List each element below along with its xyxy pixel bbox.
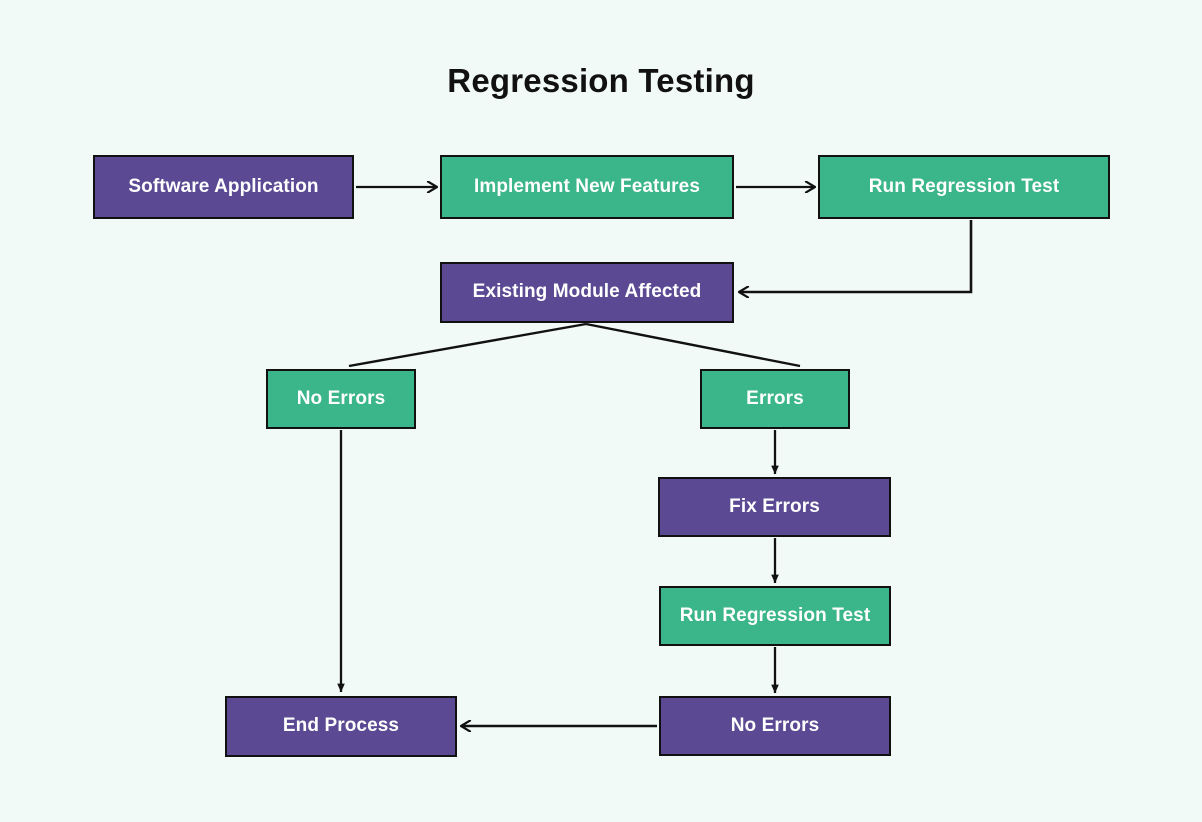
page-title: Regression Testing: [447, 62, 755, 99]
node-end-process[interactable]: End Process: [225, 696, 457, 757]
node-label: Errors: [746, 387, 804, 409]
node-label: Software Application: [128, 175, 319, 197]
node-no-errors-final[interactable]: No Errors: [659, 696, 891, 756]
node-label: End Process: [282, 715, 400, 737]
node-run-regression-test-1[interactable]: Run Regression Test: [818, 155, 1110, 219]
node-software-application[interactable]: Software Application: [93, 155, 354, 219]
node-errors-branch[interactable]: Errors: [700, 369, 850, 429]
edge-run1-to-existing: [739, 220, 973, 292]
node-no-errors-branch[interactable]: No Errors: [266, 369, 416, 429]
edge-existing-to-errors: [585, 322, 801, 368]
node-label: No Errors: [730, 714, 820, 736]
node-run-regression-test-2[interactable]: Run Regression Test: [659, 586, 891, 646]
node-label: Existing Module Affected: [472, 281, 702, 303]
node-label: Implement New Features: [473, 175, 701, 197]
node-fix-errors[interactable]: Fix Errors: [658, 477, 891, 537]
edge-existing-to-no-errors: [348, 322, 587, 368]
node-label: Fix Errors: [729, 495, 820, 517]
node-implement-new-features[interactable]: Implement New Features: [440, 155, 734, 219]
node-label: No Errors: [296, 387, 386, 409]
node-label: Run Regression Test: [679, 604, 871, 626]
node-label: Run Regression Test: [868, 175, 1060, 197]
node-existing-module-affected[interactable]: Existing Module Affected: [440, 262, 734, 323]
